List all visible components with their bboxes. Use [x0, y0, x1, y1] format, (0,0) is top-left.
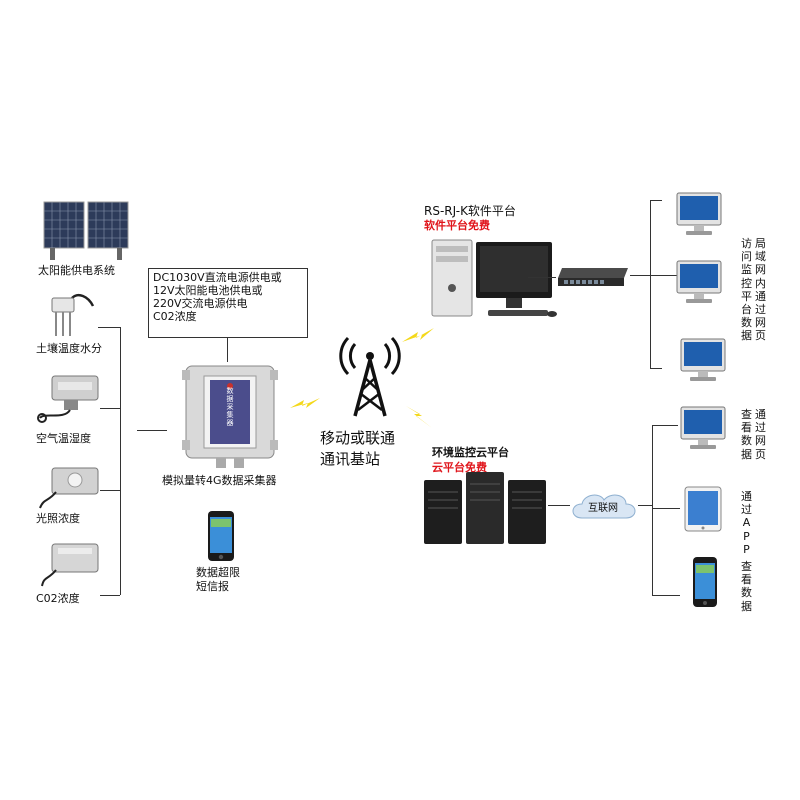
cell-tower-icon — [339, 336, 401, 417]
co2-label: C02浓度 — [36, 592, 80, 605]
web-label-col-1: 查看数据 — [741, 408, 752, 461]
air-sensor-icon — [37, 375, 99, 423]
power-to-collector — [227, 338, 228, 362]
collector-device-text: 数据采集器 — [226, 387, 234, 427]
lan-label-col-2: 局域网内通过网页 — [755, 237, 766, 343]
server-to-cloud — [548, 505, 570, 506]
soil-probe-icon — [51, 294, 95, 336]
light-label: 光照浓度 — [36, 512, 80, 525]
lan-label-col-1: 访问监控平台数据 — [741, 237, 752, 343]
computer-to-switch — [528, 277, 556, 278]
monitor-icon — [680, 406, 726, 449]
power-line-4: C02浓度 — [153, 310, 197, 323]
power-supply-box: DC1030V直流电源供电或 12V太阳能电池供电或 220V交流电源供电 C0… — [148, 268, 308, 338]
sensor-bracket-top — [98, 327, 120, 328]
app-label-col-1: 通过APP — [741, 490, 752, 556]
software-subtitle: 软件平台免费 — [424, 219, 490, 232]
co2-sensor-icon — [41, 543, 99, 587]
lan-bracket-vertical — [650, 200, 651, 368]
cloud-subtitle: 云平台免费 — [432, 461, 487, 474]
internet-label: 互联网 — [588, 503, 618, 514]
cloud-title: 环境监控云平台 — [432, 446, 509, 459]
phone-icon — [693, 557, 717, 607]
app-label-col-2: 查看数据 — [741, 560, 752, 613]
monitor-icon — [676, 192, 722, 235]
tower-line-1: 移动或联通 — [320, 429, 396, 447]
cloud-bracket-top — [652, 425, 678, 426]
cloud-to-bracket — [638, 505, 652, 506]
tablet-icon — [684, 486, 722, 532]
collector-label: 模拟量转4G数据采集器 — [162, 474, 277, 487]
data-collector-device-icon — [182, 365, 278, 468]
network-switch-icon — [558, 268, 628, 286]
power-line-3: 220V交流电源供电 — [153, 297, 248, 310]
power-line-1: DC1030V直流电源供电或 — [153, 271, 282, 284]
lightning-bolt-icon — [406, 406, 432, 428]
air-label: 空气温湿度 — [36, 432, 91, 445]
light-sensor-icon — [39, 467, 99, 509]
sensor-bracket-air — [100, 408, 120, 409]
lan-bracket-mid — [650, 275, 680, 276]
software-title: RS-RJ-K软件平台 — [424, 204, 516, 218]
power-line-2: 12V太阳能电池供电或 — [153, 284, 263, 297]
cloud-bracket-vertical — [652, 425, 653, 595]
solar-label: 太阳能供电系统 — [38, 264, 115, 277]
cloud-bracket-mid — [652, 508, 680, 509]
monitor-icon — [680, 338, 726, 381]
sensor-to-collector — [137, 430, 167, 431]
cloud-bracket-bottom — [652, 595, 680, 596]
solar-panel-icon — [43, 201, 129, 260]
sensor-bracket-light — [100, 490, 120, 491]
lightning-bolt-icon — [290, 398, 320, 408]
switch-to-bracket — [630, 275, 650, 276]
lightning-bolt-icon — [402, 328, 434, 342]
internet-cloud-icon — [572, 494, 636, 519]
web-label-col-2: 通过网页 — [755, 408, 766, 461]
soil-label: 土壤温度水分 — [36, 342, 102, 355]
lan-bracket-bottom — [650, 368, 662, 369]
sms-line-1: 数据超限 — [196, 566, 240, 579]
sensor-bracket-vertical — [120, 327, 121, 595]
tower-line-2: 通讯基站 — [320, 450, 381, 468]
lan-bracket-top — [650, 200, 662, 201]
sms-line-2: 短信报 — [196, 580, 229, 593]
desktop-computer-icon — [431, 239, 557, 317]
server-rack-icon — [424, 472, 546, 544]
sensor-bracket-bottom — [100, 595, 120, 596]
phone-icon — [208, 511, 234, 561]
monitor-icon — [676, 260, 722, 303]
